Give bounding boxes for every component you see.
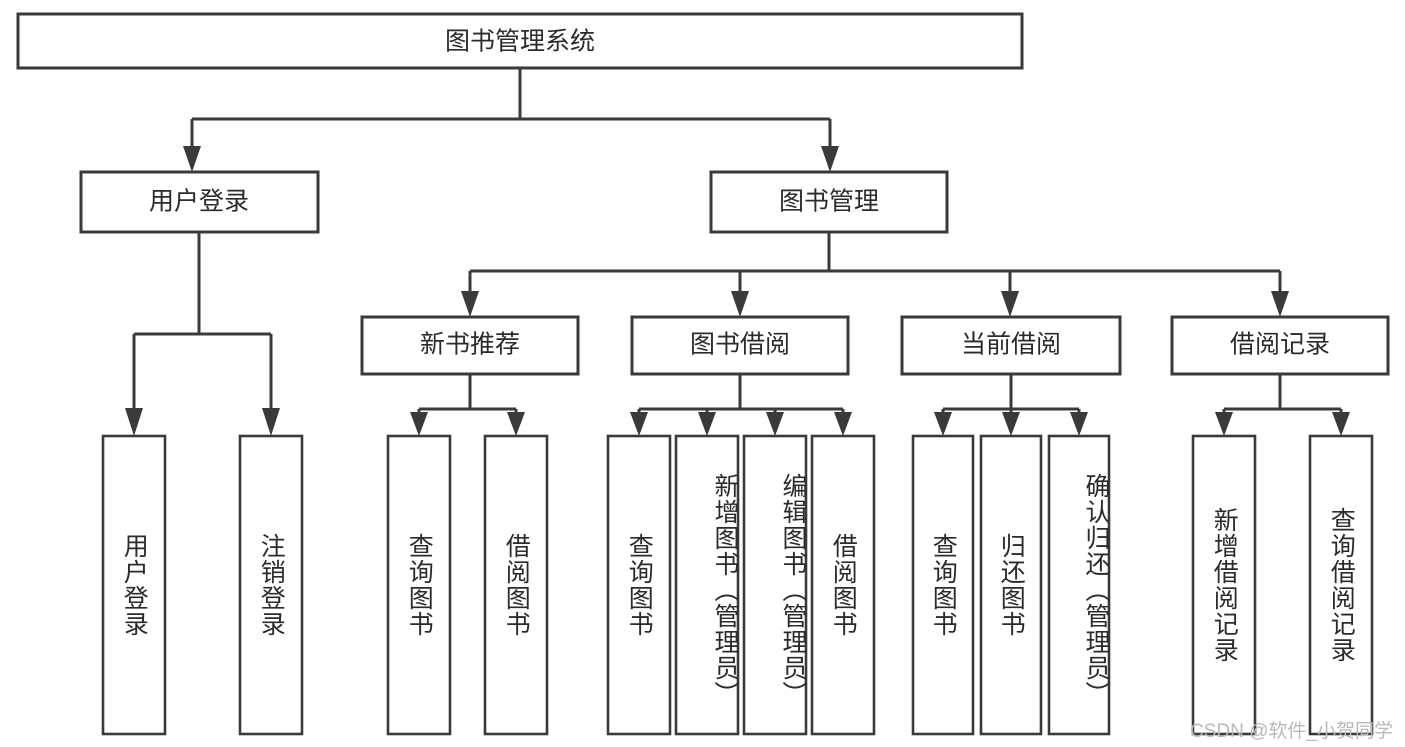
leaf-box-query-book-current[interactable] — [911, 434, 975, 736]
node-new-book-recommend-box[interactable] — [360, 315, 580, 376]
leaf-box-query-book-new[interactable] — [386, 434, 452, 736]
csdn-watermark: CSDN @软件_小贺同学 — [1190, 721, 1393, 742]
arrow-book-manage-to-current — [1001, 291, 1019, 317]
node-book-borrow-box[interactable] — [630, 315, 850, 376]
node-current-borrow-box[interactable] — [900, 315, 1122, 376]
node-root[interactable]: 图书管理系统 — [16, 12, 1024, 70]
arrow-user-login-leaf-2 — [262, 408, 280, 436]
node-new-book-recommend[interactable]: 新书推荐 — [360, 315, 580, 376]
leaf-box-borrow-book[interactable] — [810, 434, 876, 736]
arrow-current-leaf-2 — [1002, 412, 1020, 436]
arrow-root-to-book-manage — [821, 146, 839, 172]
leaf-box-add-borrow-record[interactable] — [1191, 434, 1257, 736]
arrow-borrow-leaf-1 — [630, 412, 648, 436]
node-current-borrow[interactable]: 当前借阅 — [900, 315, 1122, 376]
arrow-current-leaf-3 — [1070, 412, 1088, 436]
leaf-box-confirm-return-admin[interactable] — [1047, 434, 1111, 736]
node-user-login[interactable]: 用户登录 — [79, 170, 320, 234]
leaf-box-query-borrow-record[interactable] — [1308, 434, 1374, 736]
arrow-record-leaf-1 — [1215, 412, 1233, 436]
leaf-box-user-logout[interactable] — [238, 434, 304, 736]
connector-group — [125, 68, 1350, 436]
arrow-book-manage-to-new-book — [461, 291, 479, 317]
leaf-box-add-book-admin[interactable] — [674, 434, 740, 736]
node-user-login-box[interactable] — [79, 170, 320, 234]
node-book-manage-box[interactable] — [709, 170, 949, 234]
node-book-borrow[interactable]: 图书借阅 — [630, 315, 850, 376]
leaf-box-return-book[interactable] — [979, 434, 1043, 736]
node-root-label: 图书管理系统 — [445, 28, 595, 56]
node-borrow-record[interactable]: 借阅记录 — [1170, 315, 1390, 376]
node-book-borrow-label: 图书借阅 — [690, 331, 790, 359]
arrow-book-manage-to-record — [1271, 291, 1289, 317]
node-book-manage[interactable]: 图书管理 — [709, 170, 949, 234]
arrow-borrow-leaf-2 — [698, 412, 716, 436]
arrow-new-book-leaf-1 — [410, 412, 428, 436]
arrow-borrow-leaf-3 — [766, 412, 784, 436]
arrow-borrow-leaf-4 — [834, 412, 852, 436]
arrow-book-manage-to-borrow — [731, 291, 749, 317]
leaf-box-borrow-book-new[interactable] — [483, 434, 549, 736]
node-root-box[interactable] — [16, 12, 1024, 70]
node-new-book-recommend-label: 新书推荐 — [420, 331, 520, 359]
leaf-box-group — [101, 434, 1374, 736]
node-borrow-record-label: 借阅记录 — [1230, 331, 1330, 359]
arrow-current-leaf-1 — [934, 412, 952, 436]
arrow-root-to-user-login — [183, 146, 201, 172]
arrow-record-leaf-2 — [1332, 412, 1350, 436]
node-current-borrow-label: 当前借阅 — [961, 331, 1061, 359]
arrow-user-login-leaf-1 — [125, 408, 143, 436]
leaf-box-user-login[interactable] — [101, 434, 167, 736]
leaf-box-query-book-borrow[interactable] — [606, 434, 672, 736]
node-book-manage-label: 图书管理 — [779, 188, 879, 216]
leaf-box-edit-book-admin[interactable] — [742, 434, 808, 736]
node-user-login-label: 用户登录 — [149, 188, 249, 216]
arrow-new-book-leaf-2 — [507, 412, 525, 436]
node-borrow-record-box[interactable] — [1170, 315, 1390, 376]
